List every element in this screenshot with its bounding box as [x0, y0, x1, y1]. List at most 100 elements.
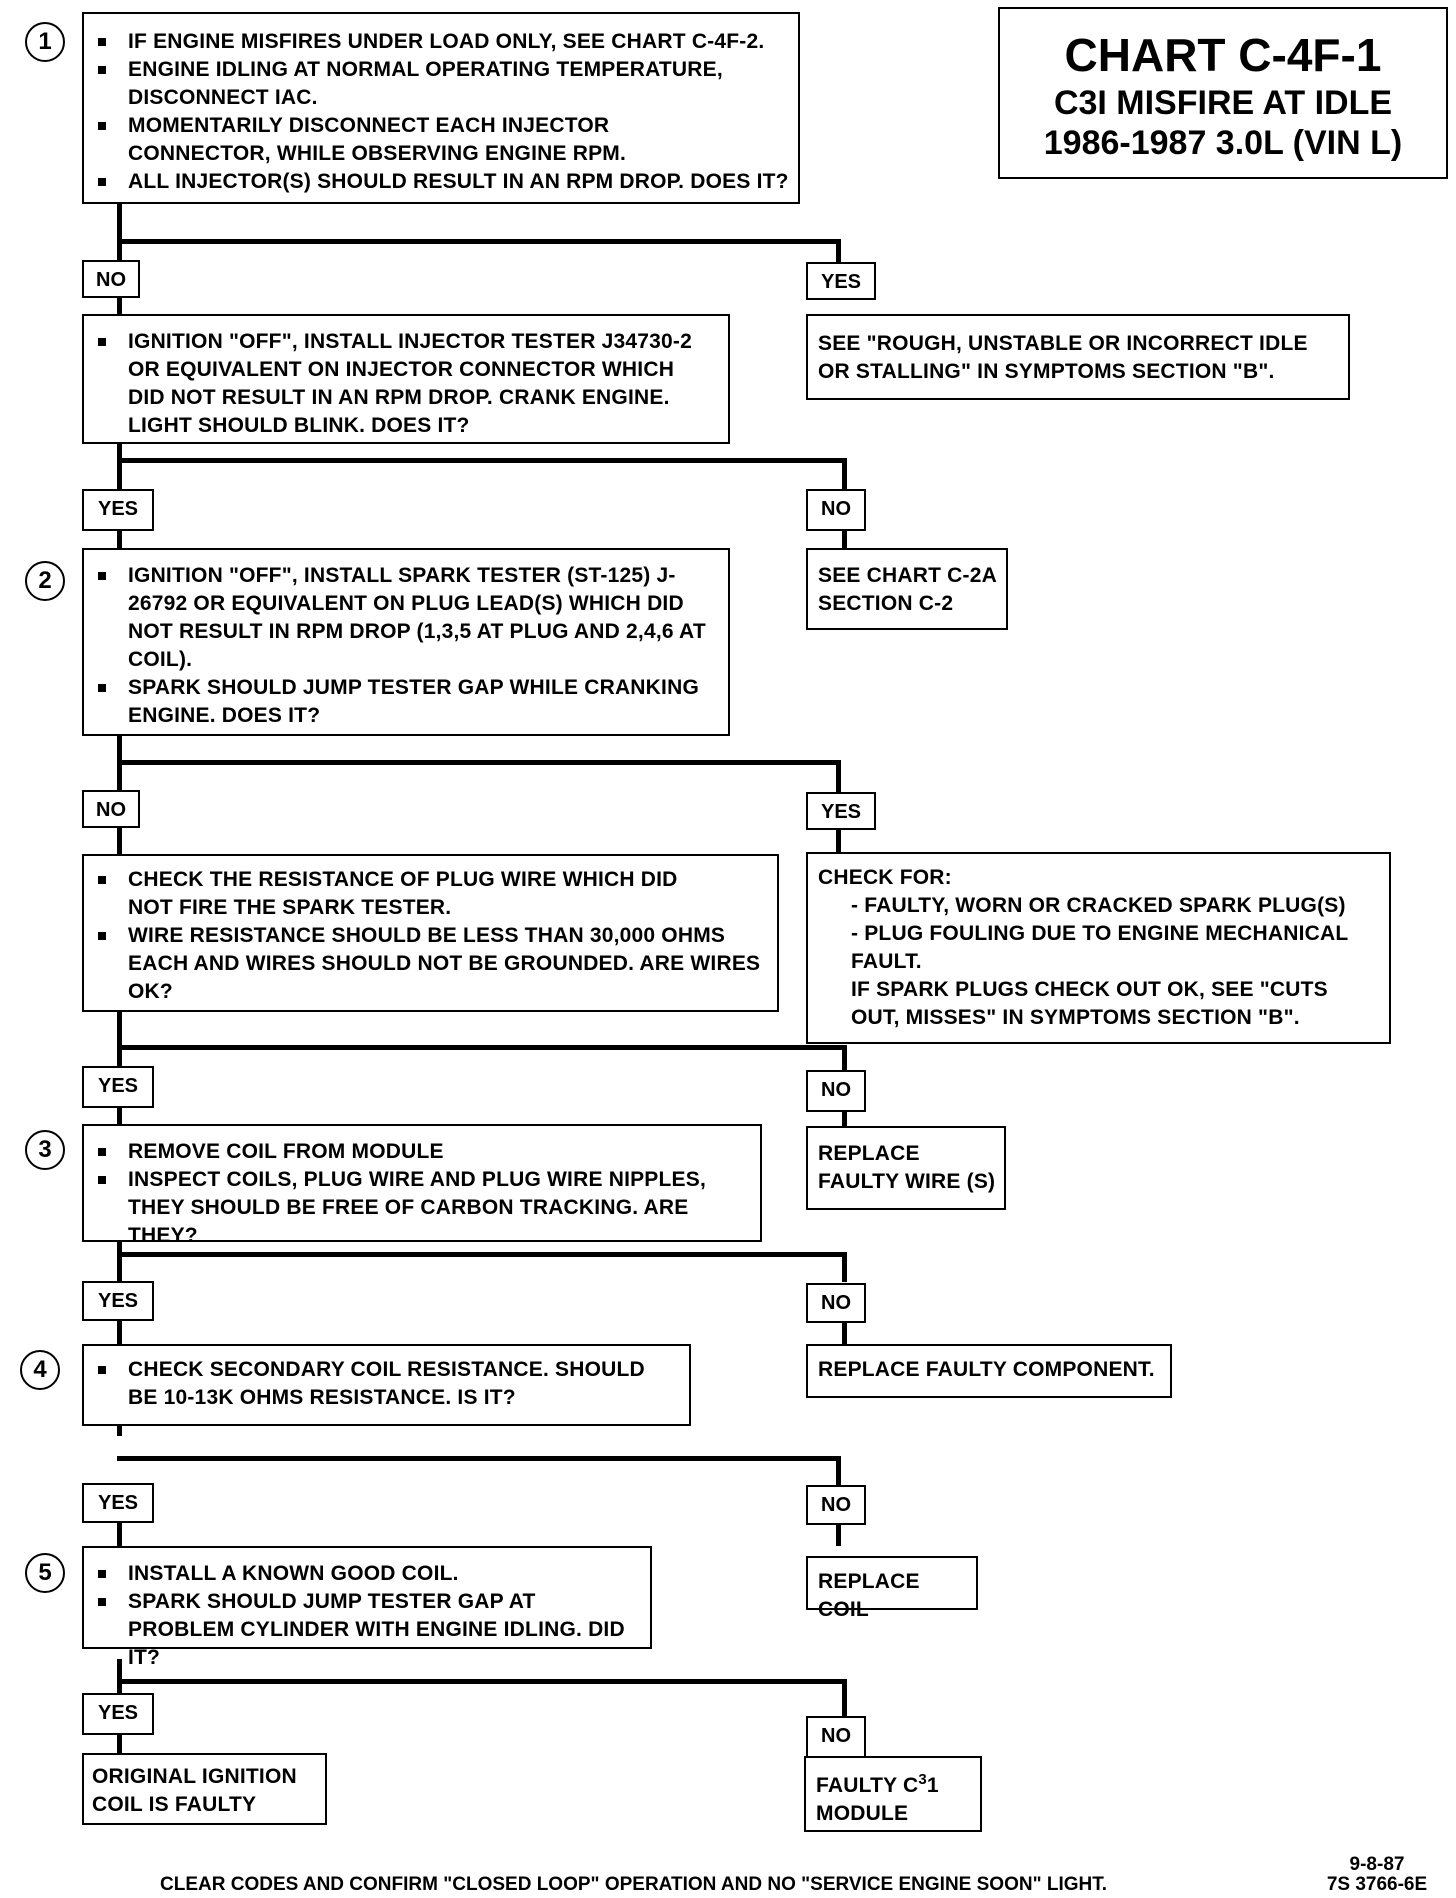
faulty-module-suffix: 1 [926, 1774, 939, 1797]
original-coil-line1: ORIGINAL IGNITION [92, 1765, 297, 1788]
footer-note: CLEAR CODES AND CONFIRM "CLOSED LOOP" OP… [160, 1874, 1108, 1895]
rough-idle-box: SEE "ROUGH, UNSTABLE OR INCORRECT IDLE O… [806, 314, 1350, 400]
no-label: NO [82, 260, 140, 298]
no-label: NO [806, 1716, 866, 1758]
replace-wire-box: REPLACE FAULTY WIRE (S) [806, 1126, 1006, 1210]
step-number: 3 [25, 1130, 65, 1170]
no-label: NO [806, 1485, 866, 1525]
yes-label: YES [82, 1483, 154, 1523]
check-for-line: - FAULTY, WORN OR CRACKED SPARK PLUG(S) [851, 894, 1346, 917]
step-number: 1 [25, 22, 65, 62]
plug-wire-item: CHECK THE RESISTANCE OF PLUG WIRE WHICH … [84, 866, 761, 922]
yes-label: YES [806, 792, 876, 830]
faulty-module-text: FAULTY C [816, 1774, 919, 1797]
replace-coil-box: REPLACE COIL [806, 1556, 978, 1621]
replace-wire-line1: REPLACE [818, 1142, 920, 1165]
connector-line [117, 760, 840, 765]
faulty-module-superscript: 3 [918, 1771, 927, 1788]
connector-line [842, 1679, 847, 1717]
no-label: NO [806, 489, 866, 531]
faulty-module-line2: MODULE [816, 1802, 909, 1825]
connector-line [836, 1521, 841, 1546]
replace-component-text: REPLACE FAULTY COMPONENT. [818, 1358, 1155, 1381]
step1-item: ENGINE IDLING AT NORMAL OPERATING TEMPER… [84, 56, 798, 112]
check-for-title: CHECK FOR: [818, 866, 952, 889]
chart-c2a-line1: SEE CHART C-2A [818, 564, 997, 587]
connector-line [842, 1318, 847, 1350]
step-number: 2 [25, 561, 65, 601]
title-block: CHART C-4F-1 C3I MISFIRE AT IDLE 1986-19… [998, 7, 1448, 179]
no-label: NO [806, 1283, 866, 1323]
yes-label: YES [82, 489, 154, 531]
chart-title: C3I MISFIRE AT IDLE [1053, 84, 1393, 122]
connector-line [836, 239, 841, 264]
injector-tester-item: IGNITION "OFF", INSTALL INJECTOR TESTER … [84, 328, 708, 440]
replace-coil-text: REPLACE COIL [818, 1570, 920, 1621]
chart-c2a-line2: SECTION C-2 [818, 592, 954, 615]
connector-line [117, 826, 122, 854]
connector-line [836, 828, 841, 852]
connector-line [117, 1521, 122, 1546]
footer-code: 7S 3766-6E [1326, 1874, 1428, 1895]
step4-item: CHECK SECONDARY COIL RESISTANCE. SHOULD … [84, 1356, 673, 1412]
check-for-line: - PLUG FOULING DUE TO ENGINE MECHANICAL … [851, 922, 1349, 973]
footer-date: 9-8-87 [1349, 1854, 1405, 1875]
connector-line [117, 1238, 122, 1283]
connector-line [836, 1456, 841, 1485]
step3-item: REMOVE COIL FROM MODULE [84, 1138, 744, 1166]
connector-line [117, 239, 840, 244]
step-number: 5 [25, 1553, 65, 1593]
chart-subtitle: 1986-1987 3.0L (VIN L) [1043, 124, 1403, 162]
faulty-module-line1: FAULTY C31 [816, 1766, 980, 1800]
plug-wire-item: WIRE RESISTANCE SHOULD BE LESS THAN 30,0… [84, 922, 761, 1006]
step3-item: INSPECT COILS, PLUG WIRE AND PLUG WIRE N… [84, 1166, 744, 1250]
connector-line [117, 1316, 122, 1346]
step2-item: IGNITION "OFF", INSTALL SPARK TESTER (ST… [84, 562, 712, 674]
rough-idle-text: SEE "ROUGH, UNSTABLE OR INCORRECT IDLE O… [818, 332, 1308, 383]
step2-box: IGNITION "OFF", INSTALL SPARK TESTER (ST… [82, 548, 730, 736]
step1-box: IF ENGINE MISFIRES UNDER LOAD ONLY, SEE … [82, 12, 800, 204]
connector-line [117, 530, 122, 550]
connector-line [842, 458, 847, 491]
step5-box: INSTALL A KNOWN GOOD COIL. SPARK SHOULD … [82, 1546, 652, 1669]
connector-line [842, 530, 847, 550]
connector-line [117, 200, 122, 262]
connector-line [117, 441, 122, 491]
step5-item: SPARK SHOULD JUMP TESTER GAP AT PROBLEM … [84, 1588, 634, 1672]
step-number: 4 [20, 1350, 60, 1390]
step5-item: INSTALL A KNOWN GOOD COIL. [84, 1560, 634, 1588]
connector-line [117, 1679, 847, 1684]
connector-line [842, 1252, 847, 1282]
step2-item: SPARK SHOULD JUMP TESTER GAP WHILE CRANK… [84, 674, 712, 730]
chart-c2a-box: SEE CHART C-2A SECTION C-2 [806, 548, 1008, 630]
connector-line [117, 1010, 122, 1068]
step1-item: IF ENGINE MISFIRES UNDER LOAD ONLY, SEE … [84, 28, 798, 56]
connector-line [117, 458, 847, 463]
connector-line [117, 1252, 847, 1257]
connector-line [117, 1045, 847, 1050]
plug-wire-box: CHECK THE RESISTANCE OF PLUG WIRE WHICH … [82, 854, 779, 1012]
yes-label: YES [82, 1066, 154, 1108]
connector-line [117, 1456, 840, 1461]
chart-id: CHART C-4F-1 [1064, 29, 1382, 81]
connector-line [117, 1659, 122, 1695]
no-label: NO [806, 1070, 866, 1112]
check-for-box: CHECK FOR: - FAULTY, WORN OR CRACKED SPA… [806, 852, 1391, 1044]
original-coil-line2: COIL IS FAULTY [92, 1793, 257, 1816]
connector-line [117, 1735, 122, 1755]
check-for-line: IF SPARK PLUGS CHECK OUT OK, SEE "CUTS O… [851, 978, 1328, 1029]
faulty-module-box: FAULTY C31 MODULE [804, 1756, 982, 1832]
original-coil-box: ORIGINAL IGNITION COIL IS FAULTY [82, 1753, 327, 1825]
yes-label: YES [82, 1281, 154, 1321]
step1-item: ALL INJECTOR(S) SHOULD RESULT IN AN RPM … [84, 168, 798, 196]
connector-line [842, 1110, 847, 1130]
replace-component-box: REPLACE FAULTY COMPONENT. [806, 1344, 1172, 1398]
yes-label: YES [82, 1693, 154, 1735]
yes-label: YES [806, 262, 876, 300]
no-label: NO [82, 790, 140, 828]
step4-box: CHECK SECONDARY COIL RESISTANCE. SHOULD … [82, 1344, 691, 1426]
connector-line [117, 296, 122, 316]
connector-line [842, 1045, 847, 1073]
connector-line [117, 1106, 122, 1126]
